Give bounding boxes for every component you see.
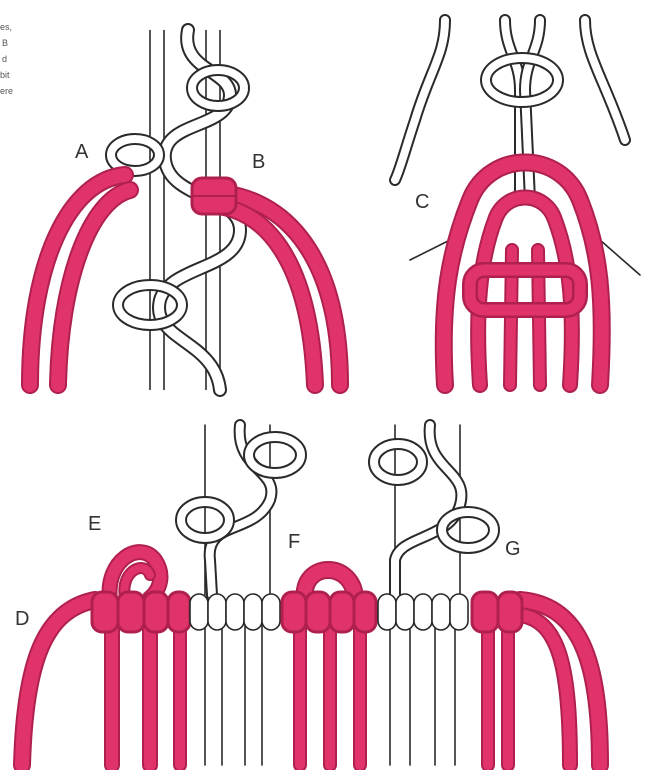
label-g: G (505, 538, 521, 560)
cropped-caption: es, B d bit ere (0, 22, 13, 96)
red-cords-a (30, 175, 130, 385)
knot-row (92, 592, 522, 632)
panel-ab: A B (30, 30, 340, 390)
panel-c: C (395, 20, 640, 385)
white-cords-c (395, 20, 640, 275)
label-e: E (88, 513, 101, 535)
label-a: A (75, 141, 89, 163)
label-f: F (288, 531, 300, 553)
label-d: D (15, 608, 29, 630)
caption-line-3: d (2, 54, 7, 64)
panel-defg: E F G D (15, 425, 600, 765)
caption-line-2: B (2, 38, 8, 48)
red-loops-c (444, 163, 602, 386)
red-cords-b (192, 178, 340, 385)
caption-line-5: ere (0, 86, 13, 96)
caption-line-4: bit (0, 70, 10, 80)
label-b: B (252, 151, 265, 173)
label-c: C (415, 191, 429, 213)
caption-line-1: es, (0, 22, 12, 32)
